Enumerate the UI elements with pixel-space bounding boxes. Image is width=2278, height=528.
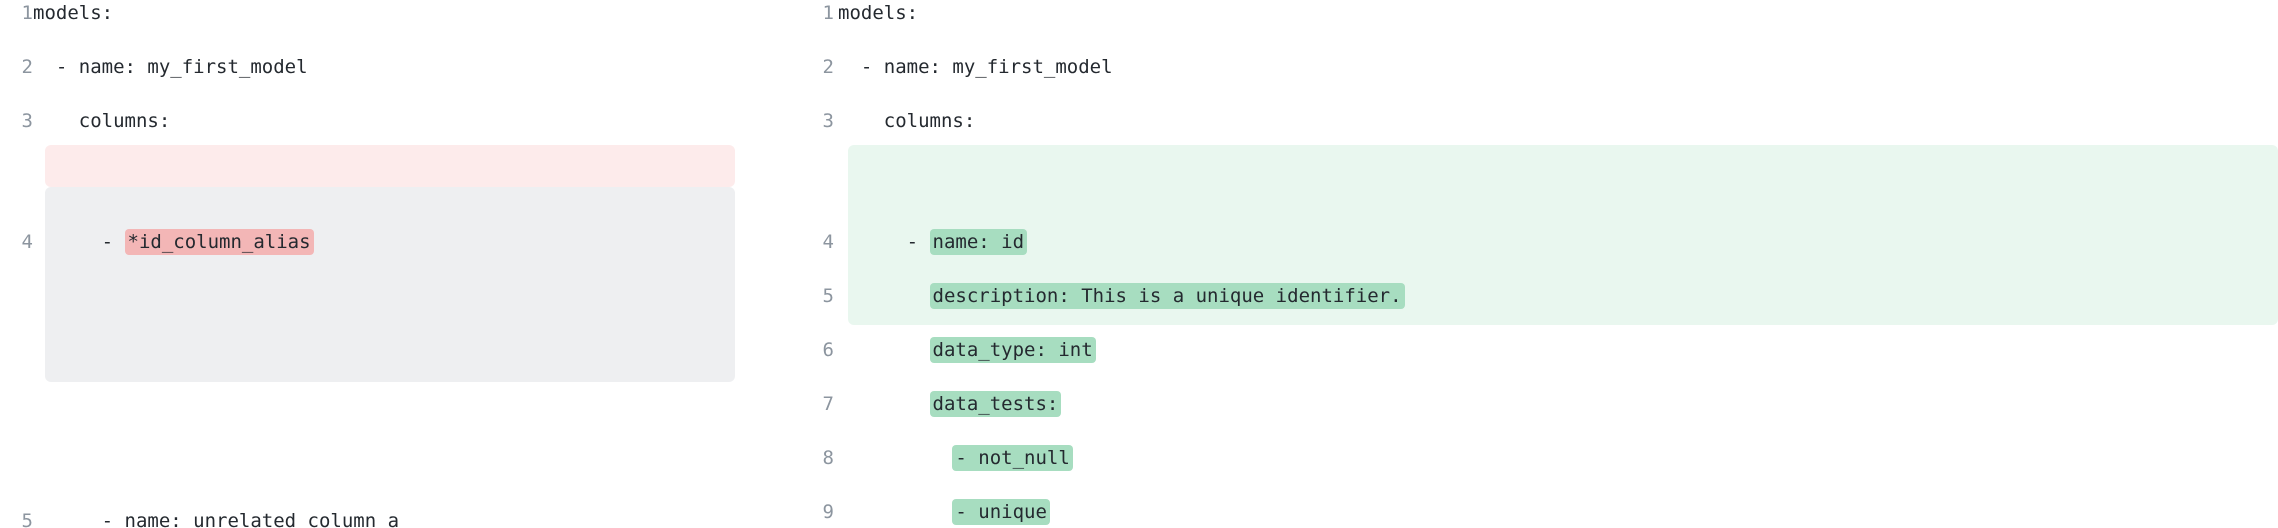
line-indent bbox=[838, 447, 952, 469]
added-token-highlight: - unique bbox=[952, 499, 1050, 525]
line-indent bbox=[838, 339, 930, 361]
removed-placeholder-background bbox=[45, 187, 735, 382]
line-number: 6 bbox=[822, 339, 834, 361]
line-indent bbox=[838, 285, 930, 307]
line-number: 4 bbox=[21, 231, 33, 253]
code-line[interactable]: 5 - name: unrelated_column_a bbox=[0, 508, 790, 528]
added-token-highlight: description: This is a unique identifier… bbox=[929, 283, 1405, 309]
code-line-added[interactable]: 7 data_tests: bbox=[790, 391, 2278, 418]
line-content: - name: unrelated_column_a bbox=[33, 510, 400, 528]
line-number: 4 bbox=[822, 231, 834, 253]
line-content: columns: bbox=[33, 110, 171, 132]
line-number: 3 bbox=[822, 110, 834, 132]
code-line[interactable]: 2 - name: my_first_model bbox=[0, 54, 790, 81]
line-content: - not_null bbox=[838, 445, 1073, 472]
code-line-added[interactable]: 5 description: This is a unique identifi… bbox=[790, 283, 2278, 310]
added-token-highlight: - not_null bbox=[952, 445, 1073, 471]
line-content: - name: my_first_model bbox=[838, 56, 1113, 78]
diff-pane-before: 1 models: 2 - name: my_first_model 3 col… bbox=[0, 0, 790, 528]
code-line[interactable]: 3 columns: bbox=[790, 108, 2278, 135]
line-number: 1 bbox=[822, 2, 834, 24]
line-number: 5 bbox=[822, 285, 834, 307]
code-line-added[interactable]: 4 - name: id bbox=[790, 229, 2278, 256]
line-content: - unique bbox=[838, 499, 1050, 526]
line-indent bbox=[838, 501, 952, 523]
added-token-highlight: data_tests: bbox=[929, 391, 1062, 417]
code-line-removed[interactable]: 4 - *id_column_alias bbox=[0, 229, 790, 256]
removed-line-background bbox=[45, 145, 735, 187]
code-line-added[interactable]: 8 - not_null bbox=[790, 445, 2278, 472]
line-number: 9 bbox=[822, 501, 834, 523]
code-line[interactable]: 2 - name: my_first_model bbox=[790, 54, 2278, 81]
code-line-list-after: 1 models: 2 - name: my_first_model 3 col… bbox=[790, 0, 2278, 525]
diff-pane-after: 1 models: 2 - name: my_first_model 3 col… bbox=[790, 0, 2278, 528]
code-line-list-before: 1 models: 2 - name: my_first_model 3 col… bbox=[0, 0, 790, 528]
line-content: description: This is a unique identifier… bbox=[838, 283, 1405, 310]
line-number: 5 bbox=[21, 510, 33, 528]
removed-token-highlight: *id_column_alias bbox=[124, 229, 314, 255]
line-indent: - bbox=[33, 231, 125, 253]
line-number: 2 bbox=[21, 56, 33, 78]
line-content: models: bbox=[33, 2, 114, 24]
line-content: data_type: int bbox=[838, 337, 1096, 364]
line-content: - *id_column_alias bbox=[33, 229, 314, 256]
code-line[interactable]: 1 models: bbox=[790, 0, 2278, 27]
line-number: 2 bbox=[822, 56, 834, 78]
code-line[interactable]: 1 models: bbox=[0, 0, 790, 27]
line-indent bbox=[838, 393, 930, 415]
code-line[interactable]: 3 columns: bbox=[0, 108, 790, 135]
line-content: columns: bbox=[838, 110, 976, 132]
line-number: 3 bbox=[21, 110, 33, 132]
line-content: models: bbox=[838, 2, 919, 24]
line-content: data_tests: bbox=[838, 391, 1062, 418]
added-token-highlight: data_type: int bbox=[929, 337, 1096, 363]
added-token-highlight: name: id bbox=[929, 229, 1028, 255]
code-line-added[interactable]: 6 data_type: int bbox=[790, 337, 2278, 364]
code-line-added[interactable]: 9 - unique bbox=[790, 499, 2278, 526]
line-number: 7 bbox=[822, 393, 834, 415]
line-number: 1 bbox=[21, 2, 33, 24]
line-content: - name: id bbox=[838, 229, 1028, 256]
line-content: - name: my_first_model bbox=[33, 56, 308, 78]
line-number: 8 bbox=[822, 447, 834, 469]
line-indent: - bbox=[838, 231, 930, 253]
